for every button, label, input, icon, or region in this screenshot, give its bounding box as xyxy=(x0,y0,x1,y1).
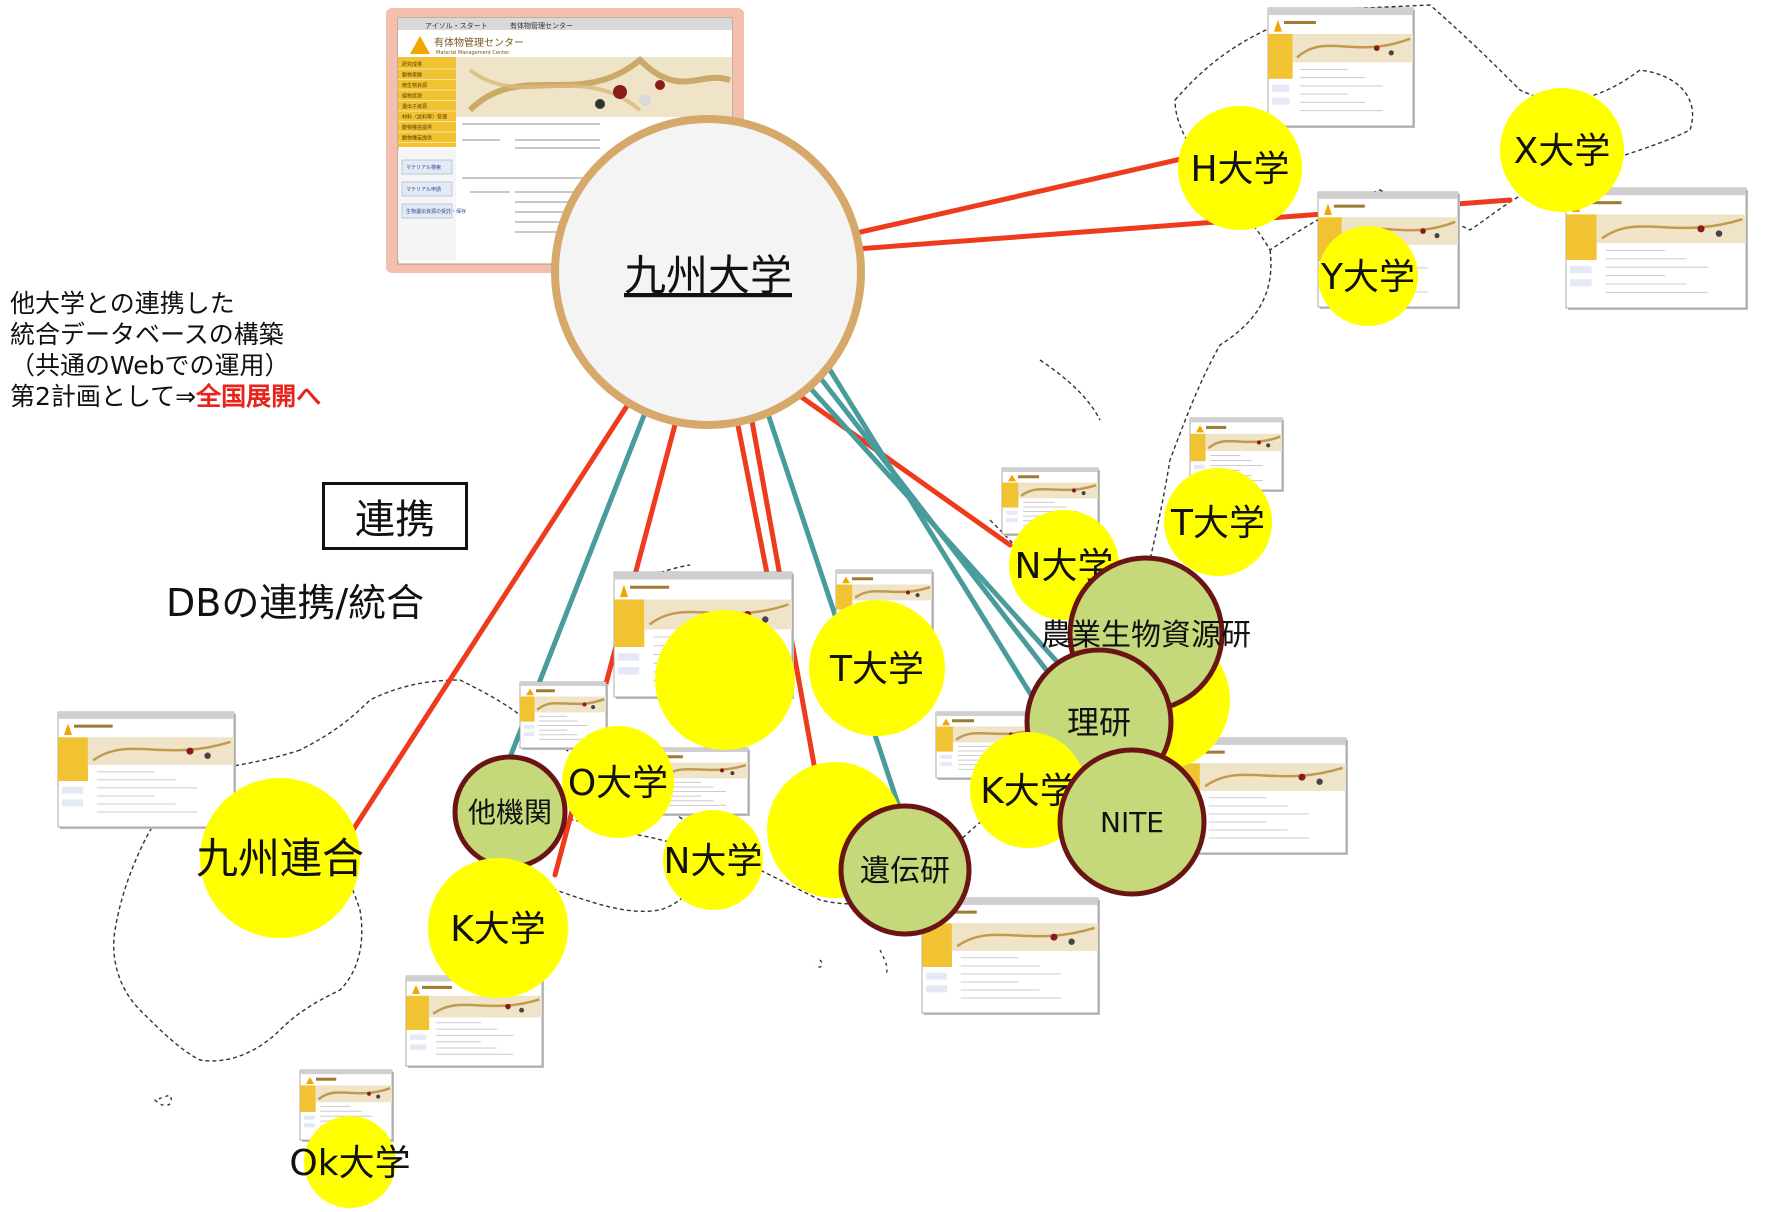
node-institute: 他機関 xyxy=(452,754,568,870)
screenshot-button: マテリアル申請 xyxy=(406,186,441,193)
line-hub-h-univ xyxy=(840,154,1193,239)
node-university: X大学 xyxy=(1500,88,1624,212)
screenshot-menu-item: 研究成果 xyxy=(402,61,422,68)
screenshot-menu: 研究成果動物実験微生物資源植物資源遺伝子資源材料（試料等）管理動物種苗提供動物種… xyxy=(398,61,456,143)
node-institute: NITE xyxy=(1057,747,1207,897)
screenshot-subtitle: Material Management Center xyxy=(436,50,510,56)
description-text: 他大学との連携した 統合データベースの構築 （共通のWebでの運用） 第2計画と… xyxy=(10,288,321,412)
logo-triangle xyxy=(410,36,430,54)
description-line-3: （共通のWebでの運用） xyxy=(10,351,290,380)
mini-screenshot xyxy=(57,711,236,829)
university-circle xyxy=(1500,88,1624,212)
screenshot-menu-item: 植物資源 xyxy=(402,93,422,100)
description-line-1: 他大学との連携した xyxy=(10,289,235,318)
screenshot-menu-item: 遺伝子資源 xyxy=(402,103,427,110)
node-university: N大学 xyxy=(663,810,763,910)
university-circle xyxy=(1164,468,1272,576)
renkei-label-box: 連携 xyxy=(322,482,468,550)
nationwide-highlight: 全国展開へ xyxy=(196,382,322,411)
node-university: Ok大学 xyxy=(289,1116,411,1208)
node-label: O大学 xyxy=(568,763,668,804)
renkei-label: 連携 xyxy=(355,497,435,543)
university-circle xyxy=(970,732,1086,848)
description-line-4: 第2計画として⇒全国展開へ xyxy=(10,381,321,412)
university-circle xyxy=(809,600,945,736)
screenshot-title: 有体物管理センター xyxy=(434,36,524,49)
screenshot-button: 生物遺伝資源の受託・保存 xyxy=(406,208,466,215)
university-circle xyxy=(304,1116,396,1208)
hub-kyushu-univ: 九州大学 xyxy=(551,115,865,429)
node-label: K大学 xyxy=(450,909,546,950)
browser-tab-1: アイソル・スタート xyxy=(425,21,488,30)
plan-prefix: 第2計画として⇒ xyxy=(10,382,197,411)
screenshot-button: マテリアル検索 xyxy=(406,164,441,171)
yellow-blob xyxy=(655,610,795,750)
institute-circle xyxy=(1057,747,1207,897)
node-label: 他機関 xyxy=(468,796,552,829)
node-university: H大学 xyxy=(1178,106,1302,230)
node-label: Ok大学 xyxy=(289,1143,410,1184)
mini-screenshot xyxy=(1189,417,1284,492)
browser-tab-2: 有体物管理センター xyxy=(510,21,573,30)
university-circle xyxy=(428,858,568,998)
node-label: 農業生物資源研 xyxy=(1041,618,1251,653)
node-label: Y大学 xyxy=(1320,257,1415,298)
university-circle xyxy=(663,810,763,910)
institute-circle xyxy=(838,803,972,937)
node-label: T大学 xyxy=(1170,503,1265,544)
node-label: N大学 xyxy=(664,841,763,882)
node-university: K大学 xyxy=(428,858,568,998)
node-label: 九州連合 xyxy=(196,834,364,883)
node-university: T大学 xyxy=(809,600,945,736)
hub-label: 九州大学 xyxy=(624,251,792,300)
screenshot-menu-item: 動物実験 xyxy=(402,72,422,79)
screenshot-menu-item: 材料（試料等）管理 xyxy=(402,114,447,121)
university-circle xyxy=(1178,106,1302,230)
screenshot-menu-item: 微生物資源 xyxy=(402,82,427,89)
node-university: O大学 xyxy=(562,726,674,838)
university-circle xyxy=(200,778,360,938)
line-hub-n-univ-east xyxy=(797,393,1013,548)
mini-screenshot xyxy=(1565,187,1748,310)
screenshot-menu-item: 動物種苗提供 xyxy=(402,124,432,131)
node-label: T大学 xyxy=(829,649,924,690)
node-university: 九州連合 xyxy=(196,778,364,938)
line-hub-riken xyxy=(819,377,1088,723)
line-hub-kyushu-rengo xyxy=(337,389,639,853)
description-line-2: 統合データベースの構築 xyxy=(10,320,284,349)
screenshot-menu-item: 動物種苗提供 xyxy=(402,135,432,142)
node-university: T大学 xyxy=(1164,468,1272,576)
node-label: H大学 xyxy=(1190,149,1289,190)
node-label: 理研 xyxy=(1067,704,1131,742)
node-university: Y大学 xyxy=(1318,226,1418,326)
node-label: NITE xyxy=(1100,806,1164,839)
node-institute: 遺伝研 xyxy=(838,803,972,937)
mini-screenshot xyxy=(1267,7,1415,128)
line-hub-idenken xyxy=(762,402,903,813)
db-integration-label: DBの連携/統合 xyxy=(166,581,425,625)
university-circle xyxy=(1318,226,1418,326)
node-label: X大学 xyxy=(1514,131,1611,172)
node-label: 遺伝研 xyxy=(860,854,950,889)
university-circle xyxy=(562,726,674,838)
